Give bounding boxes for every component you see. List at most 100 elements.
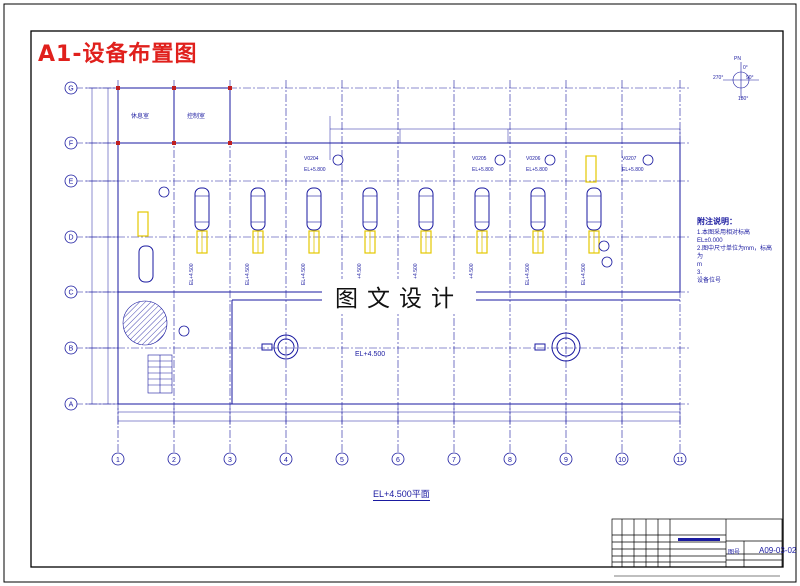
outer-border xyxy=(3,3,797,583)
column-marker: 9 xyxy=(559,452,573,466)
nozzle xyxy=(601,256,613,268)
column-marker: 1 xyxy=(111,452,125,466)
column-label: 9 xyxy=(564,457,568,464)
row-marker: B xyxy=(64,341,78,355)
north-south-label: 180° xyxy=(738,96,748,102)
notes-line: 设备位号 xyxy=(697,278,722,284)
vessel-elevation: EL+4.500 xyxy=(581,263,587,285)
row-label: F xyxy=(69,141,73,148)
equipment-tag: V0207 xyxy=(622,156,637,162)
vessel: EL+4.500 xyxy=(245,187,266,285)
row-label: D xyxy=(68,235,73,242)
plan-caption: EL+4.500平面 xyxy=(373,489,430,501)
row-marker: E xyxy=(64,174,78,188)
column-label: 1 xyxy=(116,457,120,464)
column-markers: 1 2 3 4 5 6 7 8 9 10 11 xyxy=(111,452,687,466)
row-markers: G F E D C B A xyxy=(64,81,78,411)
column-marker: 2 xyxy=(167,452,181,466)
column-label: 7 xyxy=(452,457,456,464)
column-marker: 7 xyxy=(447,452,461,466)
column-label: 4 xyxy=(284,457,288,464)
column-marker: 3 xyxy=(223,452,237,466)
vessel-elevation: EL+4.500 xyxy=(245,263,251,285)
vessel: EL+4.500 xyxy=(301,187,322,285)
notes-line: 3. xyxy=(697,270,703,276)
row-marker: A xyxy=(64,397,78,411)
column-marker: 4 xyxy=(279,452,293,466)
row-marker: G xyxy=(64,81,78,95)
nozzle xyxy=(494,154,506,166)
row-marker: C xyxy=(64,285,78,299)
drawing-number: A09-03-02 xyxy=(759,546,797,555)
column-label: 5 xyxy=(340,457,344,464)
column-label: 8 xyxy=(508,457,512,464)
column-label: 10 xyxy=(618,457,626,464)
vessel: EL+4.500 xyxy=(189,187,210,285)
vessel-elevation: EL+4.500 xyxy=(357,263,363,285)
bottom-dimension-lines xyxy=(118,411,680,422)
equipment-elevation: EL+5.800 xyxy=(472,167,494,173)
title-block xyxy=(611,518,783,568)
vessel: EL+4.500 xyxy=(525,187,546,285)
vessel-elevation: EL+4.500 xyxy=(189,263,195,285)
drawing-label: 图号 xyxy=(728,550,741,556)
column-marker: 8 xyxy=(503,452,517,466)
row-label: G xyxy=(68,86,73,93)
row-label: A xyxy=(69,402,74,409)
hatched-pit xyxy=(122,300,168,346)
vessel-left xyxy=(137,155,597,283)
nozzle xyxy=(642,154,654,166)
row-marker: F xyxy=(64,136,78,150)
equipment-elevation: EL+5.800 xyxy=(622,167,644,173)
nozzle xyxy=(544,154,556,166)
vessel-elevation: EL+4.500 xyxy=(525,263,531,285)
row-label: C xyxy=(68,290,73,297)
grid-lines xyxy=(75,80,690,452)
column-label: 3 xyxy=(228,457,232,464)
vessel: EL+4.500 xyxy=(469,187,490,285)
notes-line: m xyxy=(697,262,702,268)
column-marker: 6 xyxy=(391,452,405,466)
north-arrow xyxy=(723,62,759,98)
vessel-elevation: EL+4.500 xyxy=(301,263,307,285)
notes-block: 附注说明： 1.本图采用相对标高 EL±0.000 2.图中尺寸单位为mm，标高… xyxy=(697,218,777,285)
stairs xyxy=(147,354,173,394)
vessel: EL+4.500 xyxy=(413,187,434,285)
equipment-elevation: EL+5.800 xyxy=(304,167,326,173)
top-dimension-lines xyxy=(329,116,681,160)
tank-row: EL+4.500 EL+4.500 EL+4.500 EL+4.500 EL+4.500… xyxy=(137,154,654,337)
north-west-label: 270° xyxy=(713,75,723,81)
vessel: EL+4.500 xyxy=(357,187,378,285)
column-marker: 10 xyxy=(615,452,629,466)
bottom-dimension-ticks xyxy=(117,408,681,425)
equipment-tag: V0205 xyxy=(472,156,487,162)
room-label-control: 控制室 xyxy=(187,112,205,120)
left-dimension-lines xyxy=(86,87,118,405)
north-east-label: 90° xyxy=(746,75,754,81)
column-marker: 11 xyxy=(673,452,687,466)
nozzle xyxy=(332,154,344,166)
nozzle xyxy=(598,240,610,252)
equipment-tag: V0204 xyxy=(304,156,319,162)
row-label: E xyxy=(69,179,74,186)
column-label: 11 xyxy=(676,457,683,464)
room-label-rest: 休息室 xyxy=(131,112,149,120)
inner-border xyxy=(30,30,784,568)
column-label: 2 xyxy=(172,457,176,464)
vessel-elevation: EL+4.500 xyxy=(469,263,475,285)
room-block xyxy=(116,86,232,145)
row-label: B xyxy=(69,346,74,353)
north-top-label: 0° xyxy=(743,65,748,71)
nozzle xyxy=(178,325,190,337)
page-title: A1-设备布置图 xyxy=(38,42,198,67)
notes-line: 2.图中尺寸单位为mm，标高为 xyxy=(697,246,773,260)
column-marker: 5 xyxy=(335,452,349,466)
center-elevation-label: EL+4.500 xyxy=(355,351,385,358)
column-label: 6 xyxy=(396,457,400,464)
round-equipment-left xyxy=(261,334,299,360)
nozzle xyxy=(158,186,170,198)
top-equipment-labels: V0204EL+5.800V0205EL+5.800V0206EL+5.800V… xyxy=(304,156,644,173)
vessel-elevation: EL+4.500 xyxy=(413,263,419,285)
notes-line: EL±0.000 xyxy=(697,238,723,244)
